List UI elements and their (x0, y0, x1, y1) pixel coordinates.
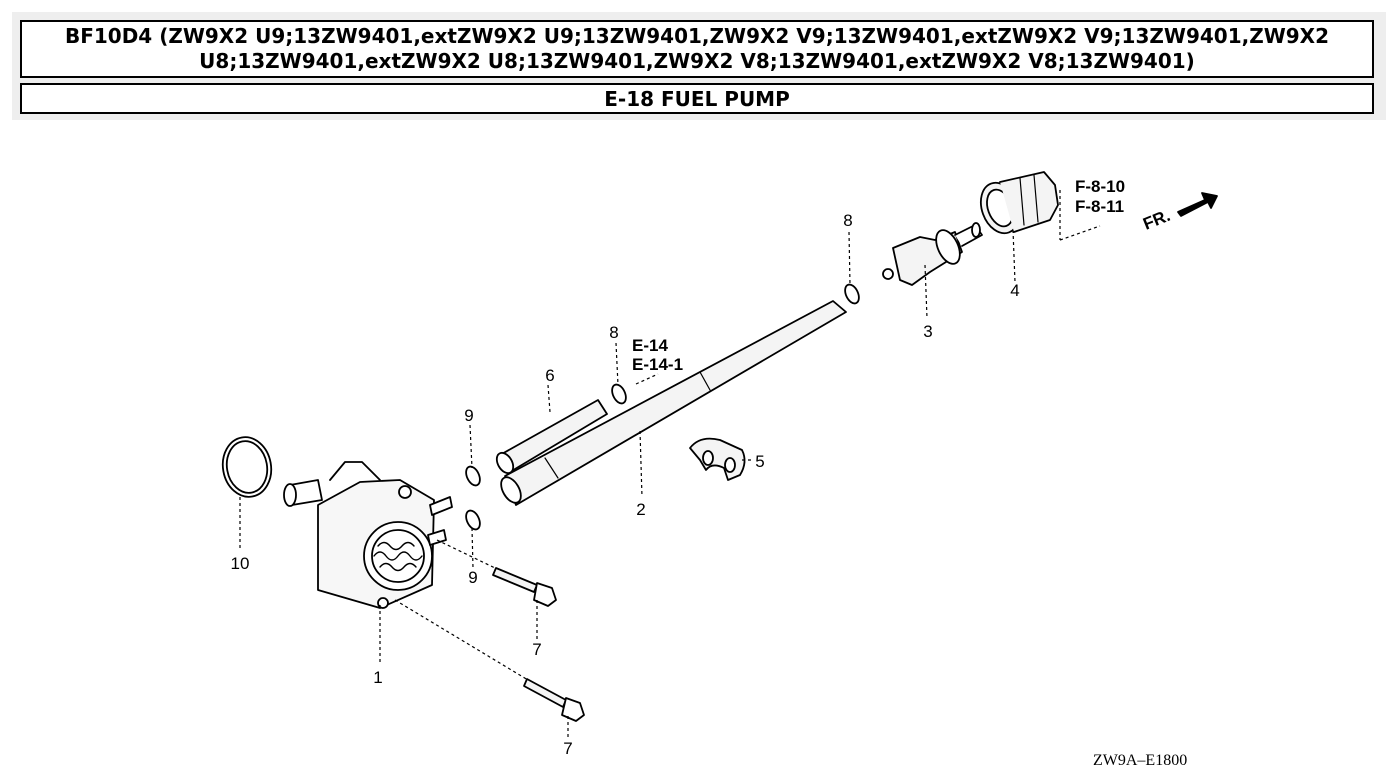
part-9-clip-upper[interactable] (463, 464, 482, 487)
part-10-o-ring[interactable] (218, 433, 276, 500)
front-label: FR. (1140, 206, 1173, 234)
label-part-8-upper: 8 (843, 211, 852, 230)
label-part-9-upper: 9 (464, 406, 473, 425)
ref-e14-1[interactable]: E-14-1 (632, 355, 683, 374)
label-part-6: 6 (545, 366, 554, 385)
label-part-7-upper: 7 (532, 640, 541, 659)
label-part-3: 3 (923, 322, 932, 341)
label-part-2: 2 (636, 500, 645, 519)
label-part-1: 1 (373, 668, 382, 687)
part-8-clip-middle[interactable] (609, 382, 628, 405)
part-3-fuel-joint[interactable] (882, 222, 983, 286)
label-part-10: 10 (231, 554, 250, 573)
ref-f8-10[interactable]: F-8-10 (1075, 177, 1125, 196)
part-9-clip-lower[interactable] (463, 508, 482, 531)
leader-lines (239, 190, 1101, 740)
label-part-7-lower: 7 (563, 739, 572, 758)
part-5-tube-clamp[interactable] (689, 437, 746, 481)
part-2-fuel-tube[interactable] (497, 300, 847, 506)
ref-f8-11[interactable]: F-8-11 (1075, 197, 1124, 216)
part-6-short-tube[interactable] (493, 399, 608, 476)
part-1-fuel-pump[interactable] (283, 461, 453, 609)
page-title: BF10D4 (ZW9X2 U9;13ZW9401,extZW9X2 U9;13… (20, 20, 1374, 78)
label-part-8-middle: 8 (609, 323, 618, 342)
ref-e14[interactable]: E-14 (632, 336, 668, 355)
part-8-clip-upper[interactable] (842, 282, 861, 305)
front-direction-arrow (1177, 192, 1218, 217)
label-part-4: 4 (1010, 281, 1019, 300)
drawing-code: ZW9A–E1800 (1093, 752, 1187, 769)
section-title: E-18 FUEL PUMP (20, 83, 1374, 114)
part-7-bolt-lower[interactable] (523, 678, 585, 722)
header-panel: BF10D4 (ZW9X2 U9;13ZW9401,extZW9X2 U9;13… (12, 12, 1386, 120)
part-4-connector[interactable] (974, 171, 1059, 239)
label-part-9-lower: 9 (468, 568, 477, 587)
part-7-bolt-upper[interactable] (492, 567, 557, 607)
label-part-5: 5 (755, 452, 764, 471)
